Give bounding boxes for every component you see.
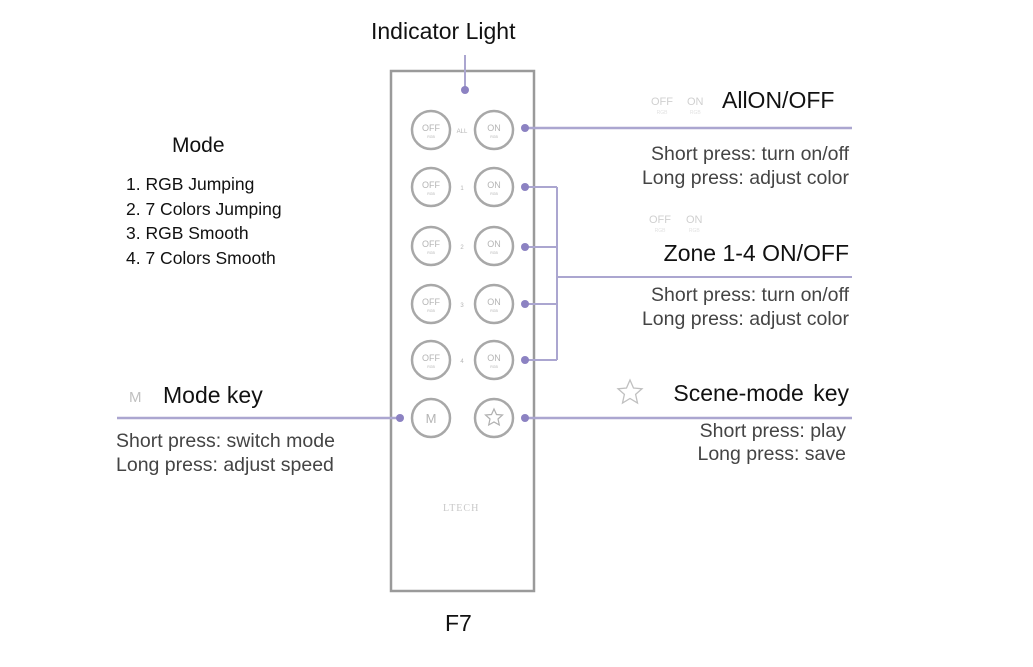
row-zone-label: 4	[460, 359, 464, 365]
off-button-label: OFF	[422, 180, 440, 190]
on-button-0[interactable]	[473, 109, 515, 151]
brand-logo: LTECH	[443, 503, 480, 514]
scene-key-title: Scene-mode key	[673, 380, 849, 406]
on-button-sublabel: RGB	[490, 309, 498, 313]
scene-key-star-icon	[616, 378, 644, 405]
off-button-label: OFF	[422, 123, 440, 133]
on-button-sublabel: RGB	[490, 251, 498, 255]
remote-body	[389, 69, 536, 593]
mode-item: 4. 7 Colors Smooth	[126, 247, 276, 268]
scene-short-press: Short press: play	[699, 420, 846, 442]
mode-key-desc: Short press: switch mode Long press: adj…	[116, 429, 335, 477]
zone-on-off-title: Zone 1-4 ON/OFF	[663, 240, 849, 266]
off-button-2[interactable]	[410, 225, 452, 267]
mode-button[interactable]	[410, 397, 452, 439]
off-button-0[interactable]	[410, 109, 452, 151]
indicator-light-label: Indicator Light	[371, 18, 516, 44]
off-button-sublabel: RGB	[427, 251, 435, 255]
indicator-light	[461, 86, 469, 94]
zone-bracket	[525, 186, 852, 361]
all-short-press: Short press: turn on/off	[651, 143, 849, 165]
off-button-sublabel: RGB	[427, 192, 435, 196]
mode-item: 1. RGB Jumping	[126, 174, 255, 194]
zone-short-press: Short press: turn on/off	[651, 284, 849, 306]
on-button-label: ON	[487, 239, 501, 249]
zone3-dot	[521, 300, 529, 308]
on-button-3[interactable]	[473, 283, 515, 325]
row-zone-label: 2	[460, 245, 464, 251]
mode-item: 3. RGB Smooth	[126, 223, 249, 243]
on-button-sublabel: RGB	[490, 192, 498, 196]
mode-list: 1. RGB Jumping 2. 7 Colors Jumping 3. RG…	[126, 172, 282, 270]
off-button-label: OFF	[422, 297, 440, 307]
mode-key-m-icon: M	[129, 389, 142, 406]
scene-dot	[521, 414, 529, 422]
mode-short-press: Short press: switch mode	[116, 430, 335, 452]
zone-on-off-desc: Short press: turn on/off Long press: adj…	[642, 283, 849, 331]
off-button-sublabel: RGB	[427, 365, 435, 369]
all-dot	[521, 124, 529, 132]
mode-item: 2. 7 Colors Jumping	[126, 198, 282, 219]
mode-button-label: M	[426, 411, 437, 426]
scene-button-star-icon	[484, 407, 504, 427]
on-button-label: ON	[487, 123, 501, 133]
off-button-1[interactable]	[410, 166, 452, 208]
row-zone-label: 3	[460, 303, 464, 309]
mode-dot	[396, 414, 404, 422]
off-button-4[interactable]	[410, 339, 452, 381]
off-button-sublabel: RGB	[427, 309, 435, 313]
on-button-2[interactable]	[473, 225, 515, 267]
scene-button[interactable]	[473, 397, 515, 439]
mode-title: Mode	[172, 134, 225, 157]
zone1-dot	[521, 183, 529, 191]
off-button-label: OFF	[422, 353, 440, 363]
on-button-label: ON	[487, 180, 501, 190]
row-zone-label: ALL	[457, 129, 468, 135]
zone-long-press: Long press: adjust color	[641, 308, 849, 330]
on-button-label: ON	[487, 353, 501, 363]
all-on-off-desc: Short press: turn on/off Long press: adj…	[642, 142, 849, 190]
off-button-label: OFF	[422, 239, 440, 249]
scene-long-press: Long press: save	[697, 443, 846, 465]
mode-key-title: Mode key	[163, 382, 263, 408]
on-button-sublabel: RGB	[490, 135, 498, 139]
zone4-dot	[521, 356, 529, 364]
on-button-1[interactable]	[473, 166, 515, 208]
all-on-off-title: AllON/OFF	[722, 87, 835, 113]
on-button-sublabel: RGB	[490, 365, 498, 369]
on-button-4[interactable]	[473, 339, 515, 381]
zone2-dot	[521, 243, 529, 251]
off-button-sublabel: RGB	[427, 135, 435, 139]
row-zone-label: 1	[460, 186, 464, 192]
model-name: F7	[445, 610, 472, 636]
mode-long-press: Long press: adjust speed	[116, 454, 334, 476]
scene-key-desc: Short press: play Long press: save	[697, 420, 846, 466]
all-long-press: Long press: adjust color	[641, 167, 849, 189]
on-button-label: ON	[487, 297, 501, 307]
off-button-3[interactable]	[410, 283, 452, 325]
